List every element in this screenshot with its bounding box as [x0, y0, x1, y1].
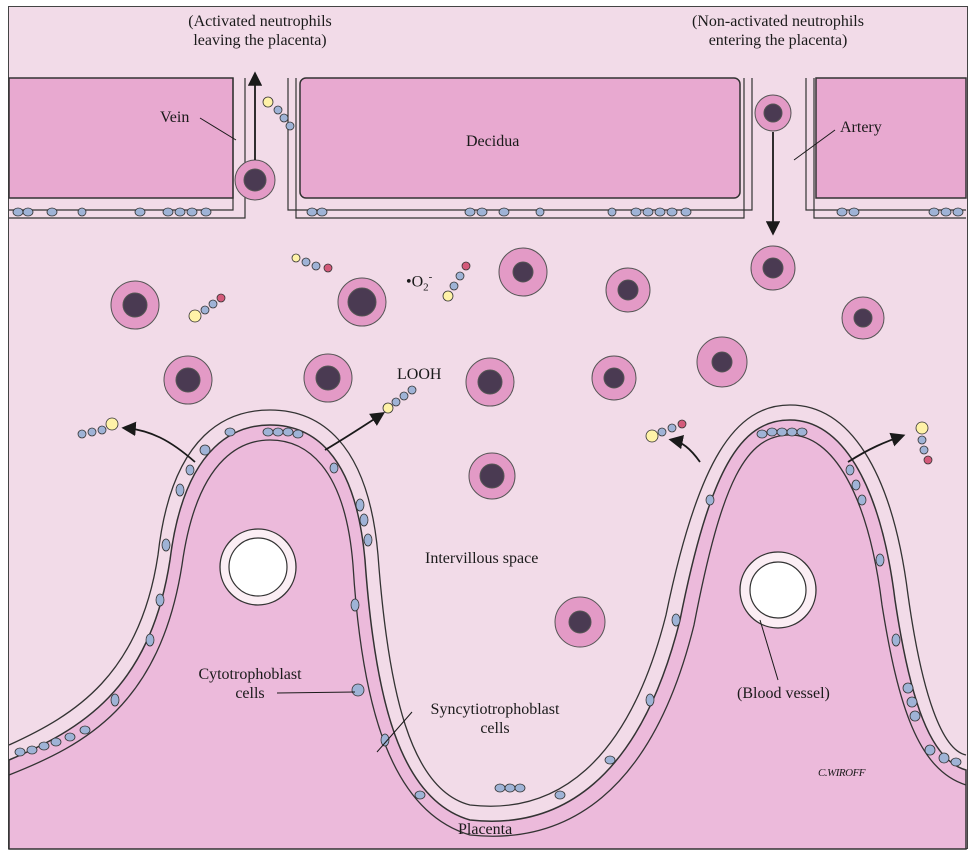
label-activated-line2: leaving the placenta) [155, 31, 365, 50]
neutrophil-5 [751, 246, 795, 290]
label-cytotrophoblast-line1: Cytotrophoblast [180, 665, 320, 684]
decidua-block-left [9, 78, 233, 198]
neutrophil-2 [338, 278, 386, 326]
label-cytotrophoblast-line2: cells [180, 684, 320, 703]
label-intervillous-space: Intervillous space [425, 549, 538, 568]
neutrophil-artery [755, 95, 791, 131]
villus-blood-vessel-left [220, 529, 296, 605]
label-vein: Vein [160, 108, 189, 127]
label-nonactivated-line2: entering the placenta) [658, 31, 898, 50]
label-superoxide-base: •O [406, 273, 423, 290]
neutrophil-vein [235, 160, 275, 200]
label-syncytiotrophoblast-line1: Syncytiotrophoblast [405, 700, 585, 719]
label-nonactivated-line1: (Non-activated neutrophils [658, 12, 898, 31]
label-nonactivated-neutrophils: (Non-activated neutrophils entering the … [658, 12, 898, 50]
arrow-efflux-right-1 [672, 440, 700, 462]
neutrophil-13 [555, 597, 605, 647]
endothelial-cells [13, 208, 963, 216]
label-artery: Artery [840, 118, 882, 137]
label-decidua: Decidua [466, 132, 519, 151]
label-superoxide-sup: - [429, 271, 433, 283]
label-superoxide-sub: 2 [423, 282, 429, 294]
arrow-efflux-left-2 [325, 414, 382, 450]
label-activated-neutrophils: (Activated neutrophils leaving the place… [155, 12, 365, 50]
neutrophil-4 [606, 268, 650, 312]
label-syncytiotrophoblast-line2: cells [405, 719, 585, 738]
label-looh: LOOH [397, 365, 441, 384]
lipid-8 [916, 422, 932, 464]
lipid-7 [646, 420, 686, 442]
label-placenta: Placenta [458, 820, 512, 839]
lipid-2 [292, 254, 332, 272]
lipid-3 [189, 294, 225, 322]
neutrophil-11 [697, 337, 747, 387]
neutrophil-12 [469, 453, 515, 499]
label-syncytiotrophoblast: Syncytiotrophoblast cells [405, 700, 585, 738]
neutrophil-8 [304, 354, 352, 402]
neutrophil-6 [842, 297, 884, 339]
decidua-block-right [816, 78, 966, 198]
neutrophil-10 [592, 356, 636, 400]
label-blood-vessel: (Blood vessel) [737, 684, 830, 703]
lipid-1 [263, 97, 294, 130]
decidua-block-center [300, 78, 740, 198]
villus-blood-vessel-right [740, 552, 816, 628]
lipid-5 [383, 386, 416, 413]
artist-signature: C.WIROFF [818, 764, 865, 783]
label-superoxide: •O2- [406, 268, 432, 298]
neutrophil-1 [111, 281, 159, 329]
lipid-4 [443, 262, 470, 301]
neutrophil-7 [164, 356, 212, 404]
neutrophil-3 [499, 248, 547, 296]
arrow-efflux-left-1 [125, 428, 195, 462]
lipid-6 [78, 418, 118, 438]
label-activated-line1: (Activated neutrophils [155, 12, 365, 31]
neutrophil-9 [466, 358, 514, 406]
label-cytotrophoblast: Cytotrophoblast cells [180, 665, 320, 703]
